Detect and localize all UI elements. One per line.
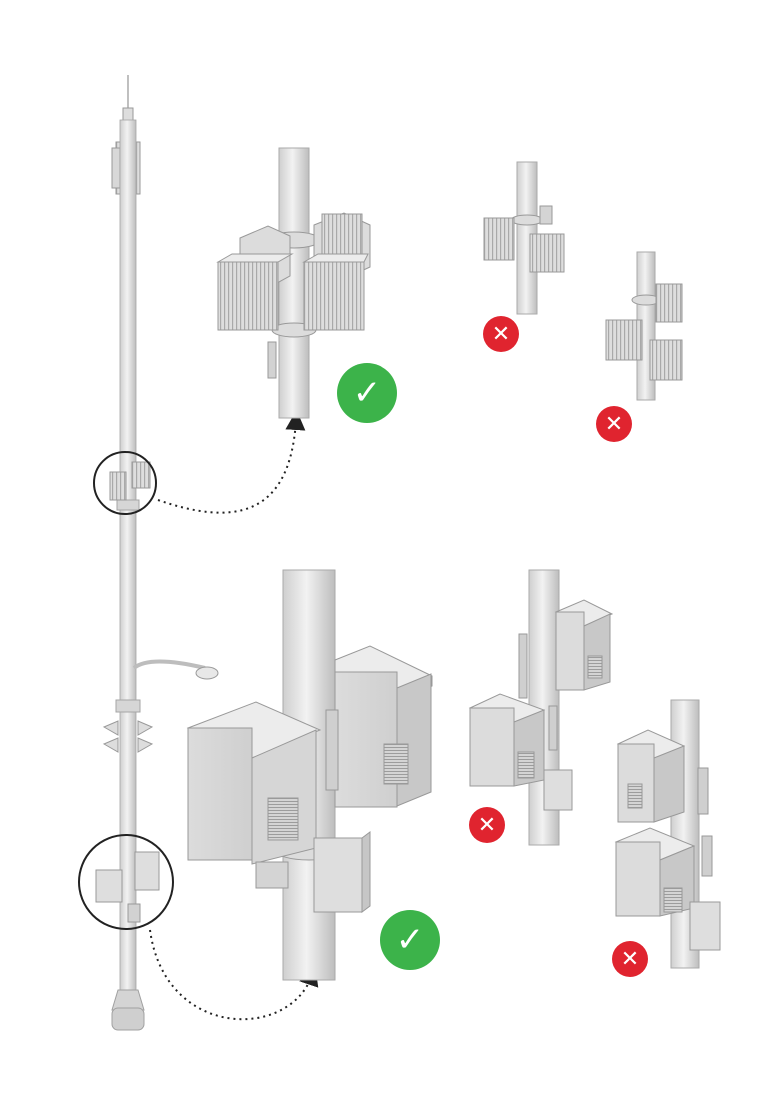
radio-cluster-incorrect-1 xyxy=(483,161,565,315)
cross-icon: ✕ xyxy=(596,406,632,442)
cabinet-cluster-correct xyxy=(186,569,433,981)
callout-arrow-radios xyxy=(157,410,306,514)
radio-cluster-incorrect-2 xyxy=(605,251,683,401)
check-icon: ✓ xyxy=(337,363,397,423)
cabinet-cluster-incorrect-2 xyxy=(614,699,721,969)
callout-circle-radios xyxy=(93,451,157,515)
callout-arrow-cabinets xyxy=(149,929,319,1021)
full-pole xyxy=(78,75,219,1031)
callout-circle-cabinets xyxy=(78,834,174,930)
cross-icon: ✕ xyxy=(469,807,505,843)
check-icon: ✓ xyxy=(380,910,440,970)
cross-icon: ✕ xyxy=(612,941,648,977)
cabinet-cluster-incorrect-1 xyxy=(468,569,614,846)
radio-cluster-correct xyxy=(216,147,371,419)
cross-icon: ✕ xyxy=(483,316,519,352)
